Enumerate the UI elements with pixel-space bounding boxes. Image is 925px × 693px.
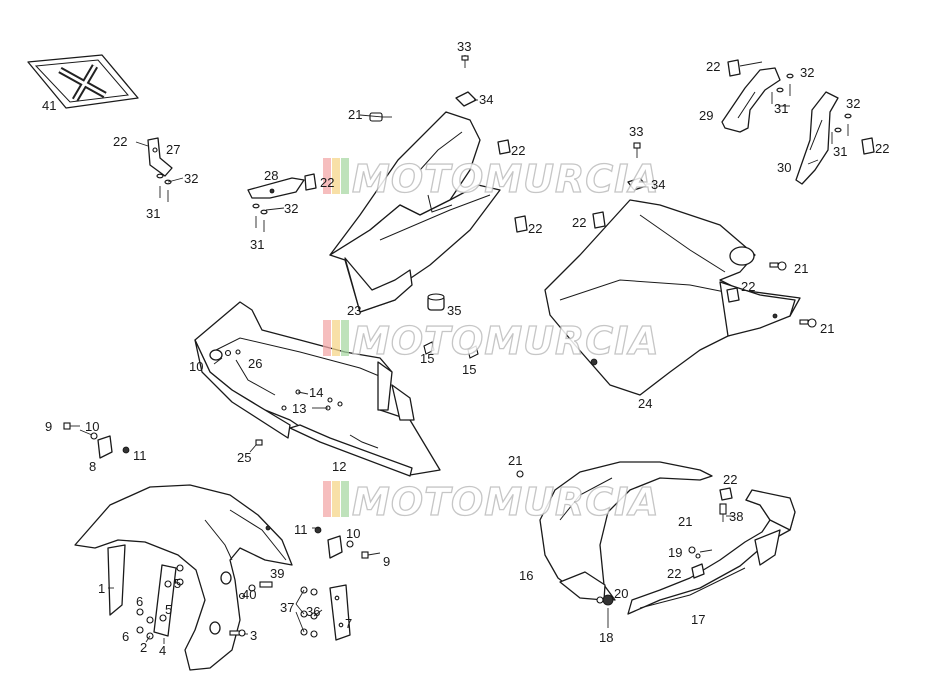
callout-label: 22	[528, 221, 542, 236]
bracket-8-left	[97, 435, 113, 459]
callout-label: 19	[668, 545, 682, 560]
callout-label: 31	[833, 144, 847, 159]
callout-label: 2	[140, 640, 147, 655]
callout-label: 4	[159, 643, 166, 658]
callout-label: 21	[794, 261, 808, 276]
callout-label: 15	[420, 351, 434, 366]
callout-label: 11	[294, 522, 308, 537]
strip-7	[329, 584, 351, 641]
callouts: 41 22 27 32 31 28 22 32 31 33 21 34 22 2…	[42, 39, 889, 658]
callout-label: 18	[599, 630, 613, 645]
callout-label: 20	[614, 586, 628, 601]
watermark-bottom: MOTOMURCIA	[323, 479, 660, 525]
callout-label: 31	[250, 237, 264, 252]
callout-label: 23	[347, 303, 361, 318]
callout-label: 12	[332, 459, 346, 474]
bracket-29	[721, 67, 781, 133]
callout-label: 9	[45, 419, 52, 434]
callout-label: 34	[479, 92, 493, 107]
callout-label: 22	[572, 215, 586, 230]
callout-label: 13	[292, 401, 306, 416]
callout-label: 15	[462, 362, 476, 377]
callout-label: 10	[346, 526, 360, 541]
callout-label: 1	[98, 581, 105, 596]
bracket-8-center	[327, 535, 343, 559]
callout-label: 22	[320, 175, 334, 190]
callout-label: 14	[309, 385, 323, 400]
callout-label: 6	[122, 629, 129, 644]
callout-label: 35	[447, 303, 461, 318]
callout-label: 22	[875, 141, 889, 156]
callout-label: 5	[174, 576, 181, 591]
callout-label: 21	[820, 321, 834, 336]
callout-label: 21	[508, 453, 522, 468]
callout-label: 27	[166, 142, 180, 157]
callout-label: 28	[264, 168, 278, 183]
callout-label: 32	[184, 171, 198, 186]
bracket-30	[795, 91, 839, 185]
callout-label: 41	[42, 98, 56, 113]
front-mudguard	[74, 484, 293, 671]
callout-label: 21	[348, 107, 362, 122]
decal-part	[27, 54, 139, 109]
callout-label: 40	[242, 587, 256, 602]
callout-label: 17	[691, 612, 705, 627]
callout-label: 29	[699, 108, 713, 123]
callout-label: 32	[284, 201, 298, 216]
watermark-text: MOTOMURCIA	[352, 157, 660, 201]
callout-label: 31	[146, 206, 160, 221]
watermark-text: MOTOMURCIA	[352, 480, 660, 524]
callout-label: 21	[678, 514, 692, 529]
callout-label: 22	[706, 59, 720, 74]
hardware-set	[63, 55, 875, 640]
bracket-27	[147, 137, 173, 177]
callout-label: 24	[638, 396, 652, 411]
callout-label: 22	[667, 566, 681, 581]
callout-label: 10	[85, 419, 99, 434]
bracket-28	[247, 177, 305, 199]
callout-label: 8	[89, 459, 96, 474]
watermark-middle: MOTOMURCIA	[323, 318, 660, 364]
callout-label: 22	[511, 143, 525, 158]
callout-label: 16	[519, 568, 533, 583]
callout-label: 7	[345, 616, 352, 631]
callout-label: 39	[270, 566, 284, 581]
watermark-top: MOTOMURCIA	[323, 156, 660, 202]
callout-label: 11	[133, 448, 147, 463]
callout-label: 22	[741, 279, 755, 294]
callout-label: 33	[629, 124, 643, 139]
callout-label: 30	[777, 160, 791, 175]
callout-label: 6	[136, 594, 143, 609]
rear-hugger-16	[539, 461, 713, 601]
callout-label: 37	[280, 600, 294, 615]
callout-label: 22	[723, 472, 737, 487]
callout-label: 10	[189, 359, 203, 374]
callout-label: 32	[846, 96, 860, 111]
callout-label: 22	[113, 134, 127, 149]
callout-label: 32	[800, 65, 814, 80]
callout-label: 34	[651, 177, 665, 192]
callout-label: 3	[250, 628, 257, 643]
callout-label: 36	[306, 604, 320, 619]
bushing-35	[427, 293, 445, 311]
rear-guard-17	[627, 489, 796, 615]
callout-label: 25	[237, 450, 251, 465]
callout-label: 9	[383, 554, 390, 569]
callout-label: 26	[248, 356, 262, 371]
callout-label: 5	[165, 602, 172, 617]
callout-label: 38	[729, 509, 743, 524]
watermark-text: MOTOMURCIA	[352, 319, 660, 363]
upper-fairing-23	[329, 111, 501, 313]
callout-label: 33	[457, 39, 471, 54]
callout-label: 31	[774, 101, 788, 116]
inner-fairing-12	[194, 301, 441, 477]
leader-lines	[79, 61, 819, 644]
